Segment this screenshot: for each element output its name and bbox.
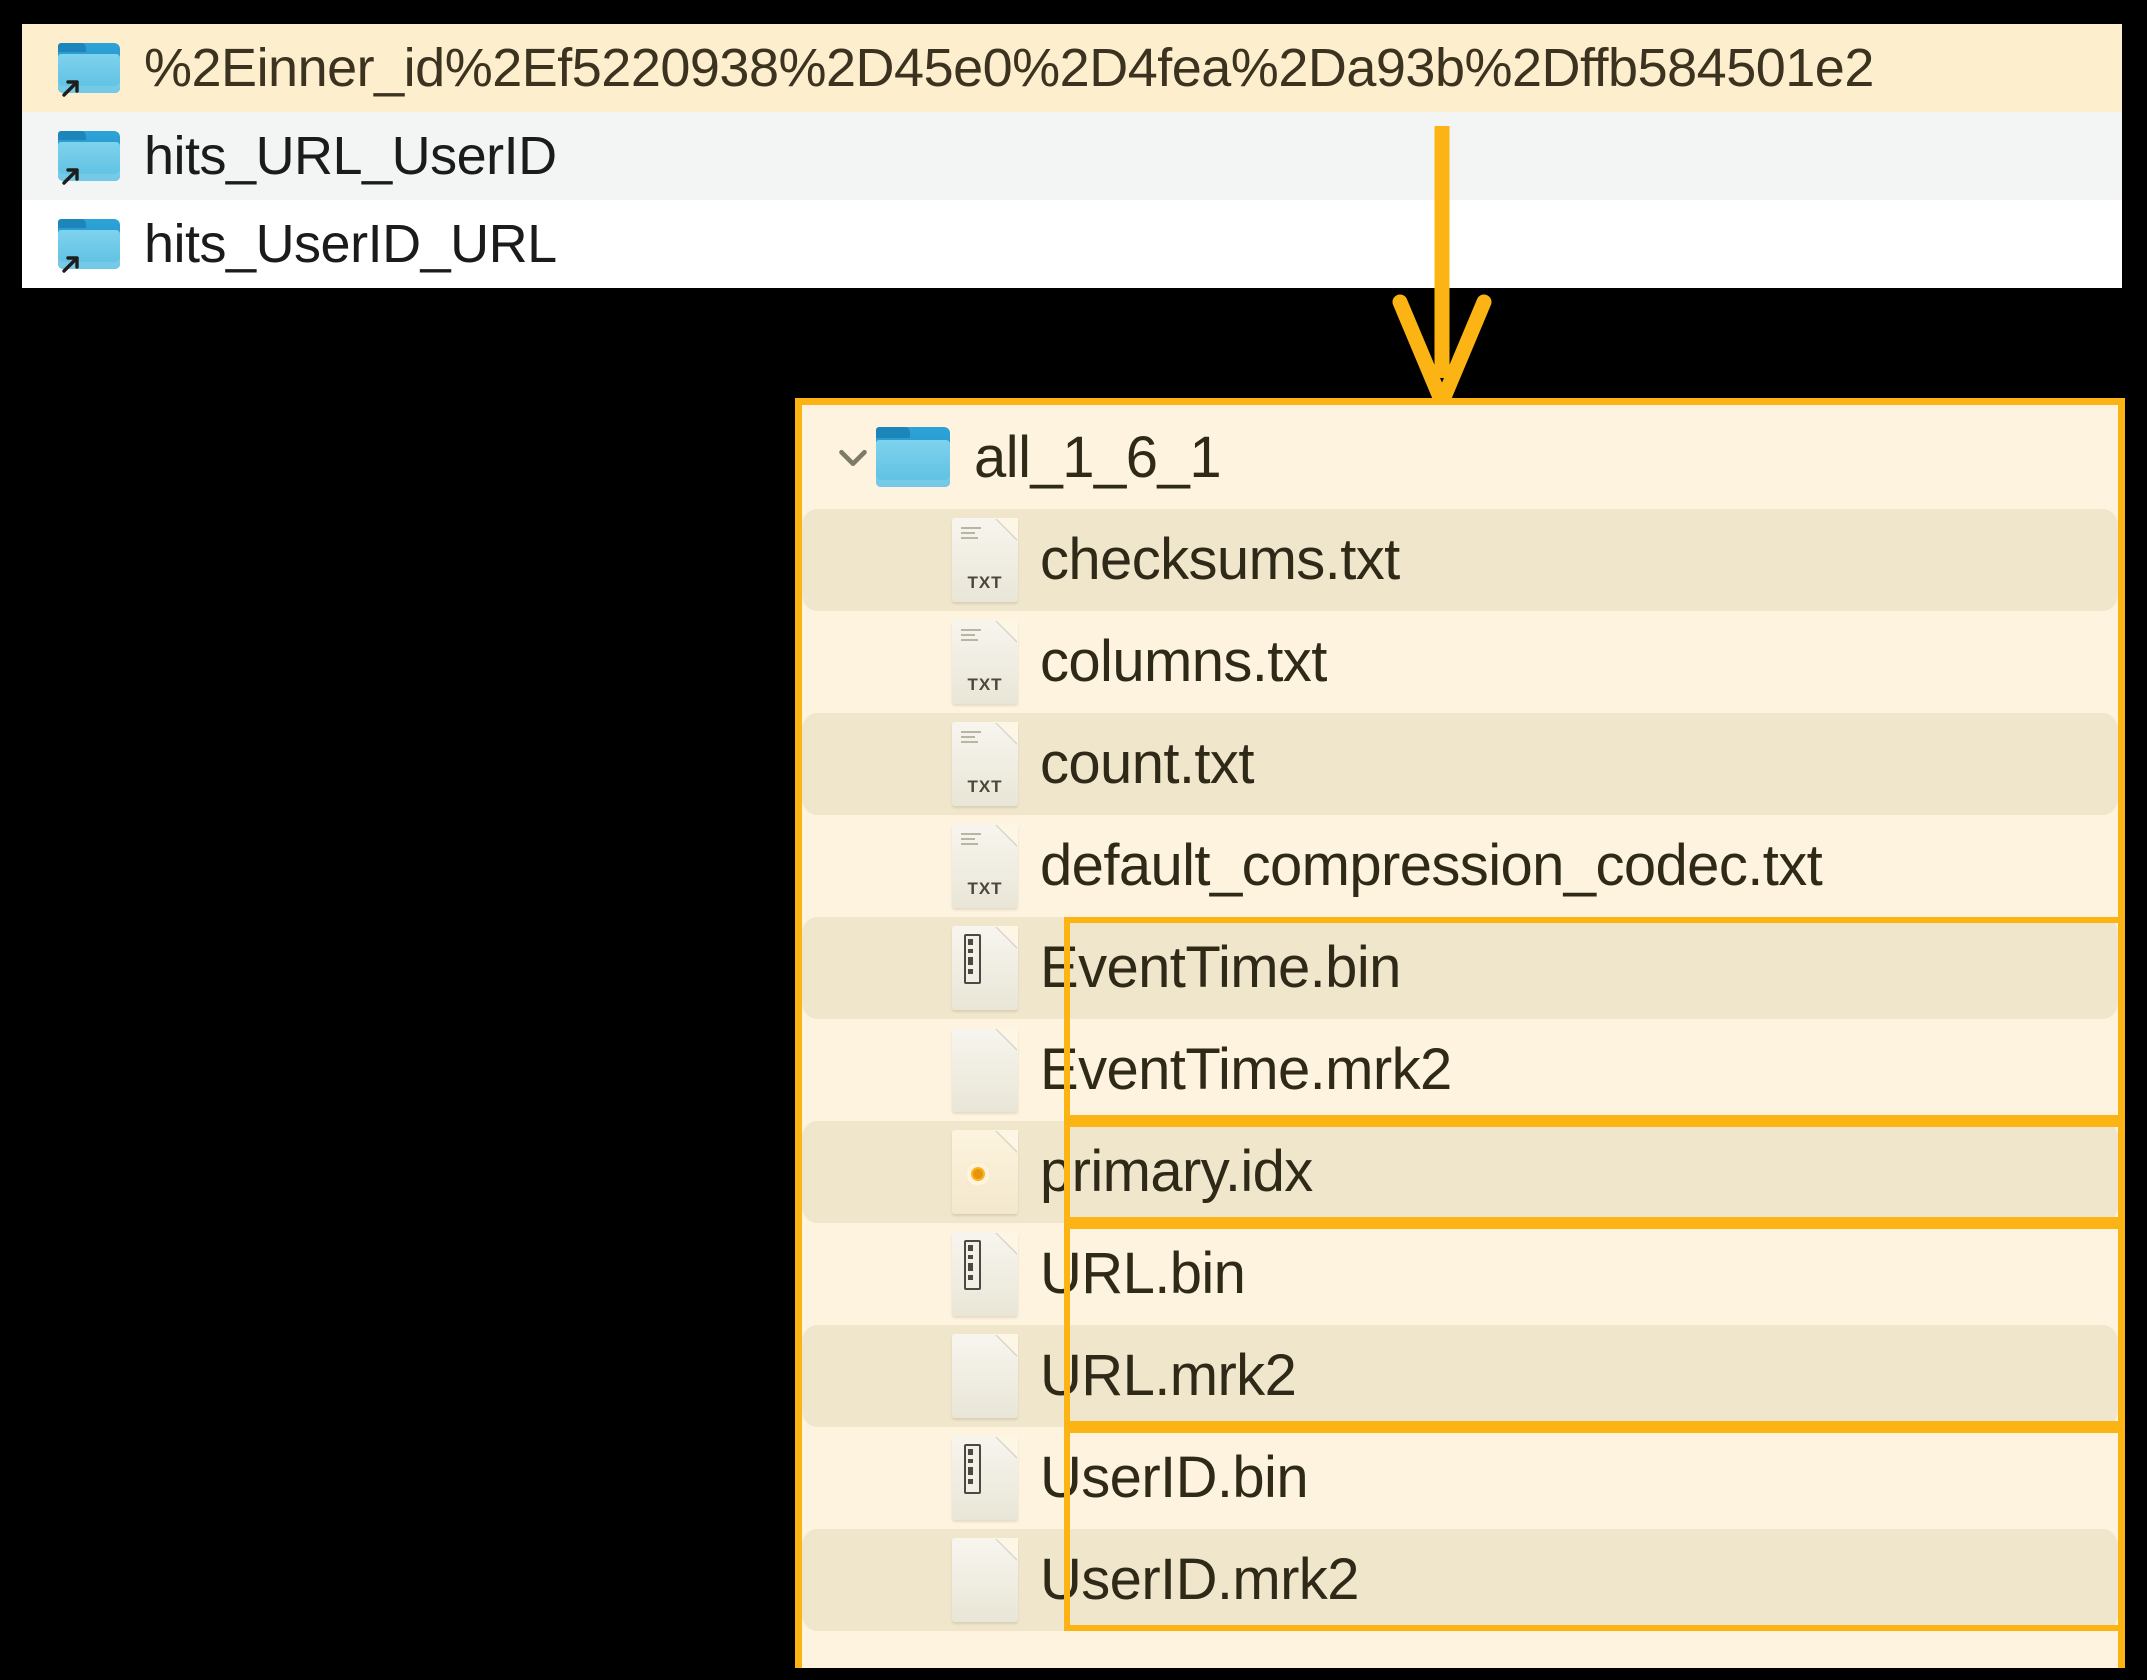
- folder-list-item-label: hits_UserID_URL: [144, 214, 557, 274]
- folder-icon: [876, 427, 950, 487]
- directory-detail-panel: all_1_6_1 TXT checksums.txt TXT columns.…: [795, 398, 2125, 1668]
- file-row[interactable]: UserID.bin: [802, 1427, 2118, 1529]
- file-row[interactable]: EventTime.mrk2: [802, 1019, 2118, 1121]
- folder-link-icon: [58, 219, 120, 273]
- folder-list-item[interactable]: hits_UserID_URL: [22, 200, 2122, 288]
- txt-file-icon: TXT: [952, 620, 1018, 704]
- folder-link-icon: [58, 131, 120, 185]
- bin-file-icon: [952, 926, 1018, 1010]
- file-name-label: default_compression_codec.txt: [1040, 833, 1823, 898]
- bin-file-icon: [952, 1232, 1018, 1316]
- file-row[interactable]: URL.bin: [802, 1223, 2118, 1325]
- file-name-label: URL.bin: [1040, 1241, 1246, 1306]
- file-row[interactable]: TXT checksums.txt: [802, 509, 2118, 611]
- file-row[interactable]: TXT default_compression_codec.txt: [802, 815, 2118, 917]
- mrk-file-icon: [952, 1028, 1018, 1112]
- file-row[interactable]: URL.mrk2: [802, 1325, 2118, 1427]
- folder-list-panel: %2Einner_id%2Ef5220938%2D45e0%2D4fea%2Da…: [22, 24, 2122, 288]
- mrk-file-icon: [952, 1334, 1018, 1418]
- file-icon-ext: TXT: [967, 879, 1003, 898]
- folder-list-item-label: %2Einner_id%2Ef5220938%2D45e0%2D4fea%2Da…: [144, 38, 1874, 98]
- file-name-label: URL.mrk2: [1040, 1343, 1297, 1408]
- txt-file-icon: TXT: [952, 824, 1018, 908]
- file-row[interactable]: TXT count.txt: [802, 713, 2118, 815]
- folder-list-item[interactable]: hits_URL_UserID: [22, 112, 2122, 200]
- file-row[interactable]: UserID.mrk2: [802, 1529, 2118, 1631]
- file-name-label: UserID.bin: [1040, 1445, 1309, 1510]
- file-name-label: EventTime.bin: [1040, 935, 1401, 1000]
- file-row[interactable]: TXT columns.txt: [802, 611, 2118, 713]
- file-name-label: checksums.txt: [1040, 527, 1400, 592]
- txt-file-icon: TXT: [952, 722, 1018, 806]
- folder-list-item[interactable]: %2Einner_id%2Ef5220938%2D45e0%2D4fea%2Da…: [22, 24, 2122, 112]
- folder-list-item-label: hits_URL_UserID: [144, 126, 557, 186]
- file-row[interactable]: EventTime.bin: [802, 917, 2118, 1019]
- idx-file-icon: [952, 1130, 1018, 1214]
- bin-file-icon: [952, 1436, 1018, 1520]
- txt-file-icon: TXT: [952, 518, 1018, 602]
- tree-root-folder[interactable]: all_1_6_1: [802, 405, 2118, 509]
- file-icon-ext: TXT: [967, 573, 1003, 592]
- file-row[interactable]: primary.idx: [802, 1121, 2118, 1223]
- file-icon-ext: TXT: [967, 675, 1003, 694]
- chevron-down-icon[interactable]: [830, 434, 876, 480]
- mrk-file-icon: [952, 1538, 1018, 1622]
- file-name-label: EventTime.mrk2: [1040, 1037, 1452, 1102]
- folder-link-icon: [58, 43, 120, 97]
- file-name-label: columns.txt: [1040, 629, 1327, 694]
- tree-root-label: all_1_6_1: [974, 424, 1222, 490]
- file-icon-ext: TXT: [967, 777, 1003, 796]
- file-name-label: UserID.mrk2: [1040, 1547, 1359, 1612]
- file-name-label: count.txt: [1040, 731, 1254, 796]
- file-name-label: primary.idx: [1040, 1139, 1313, 1204]
